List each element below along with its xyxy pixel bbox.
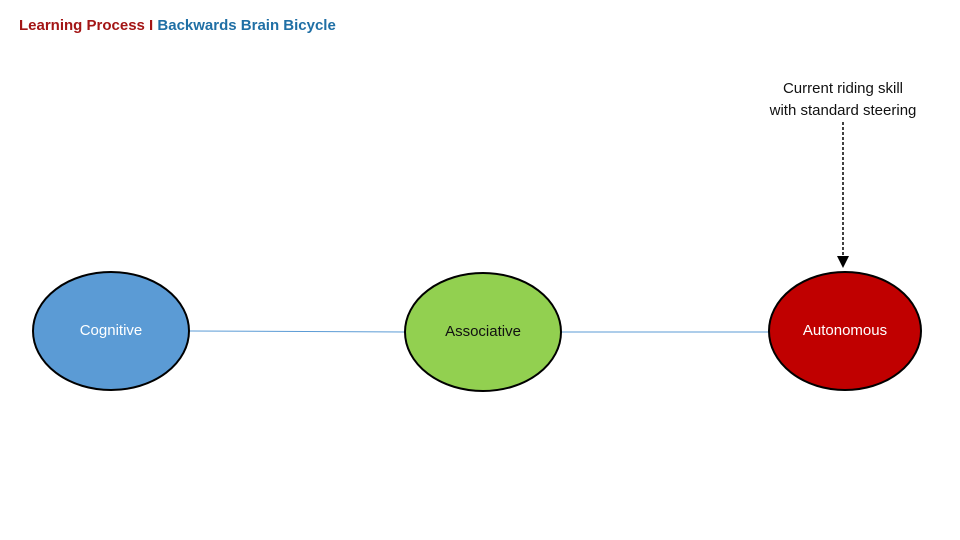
node-label-autonomous: Autonomous — [802, 322, 888, 339]
annotation-line-1: Current riding skill — [782, 80, 904, 97]
title-backwards-brain-bicycle: Backwards Brain Bicycle — [157, 17, 336, 34]
node-autonomous — [768, 271, 922, 391]
node-label-cognitive: Cognitive — [79, 322, 143, 339]
node-cognitive — [32, 271, 190, 391]
current-skill-annotation: Current riding skill with standard steer… — [740, 78, 946, 122]
node-label-associative: Associative — [445, 323, 521, 340]
node-associative — [404, 272, 562, 392]
title-learning-process: Learning Process I — [19, 17, 154, 34]
slide-title: Learning Process I Backwards Brain Bicyc… — [19, 17, 336, 34]
connector-cognitive-associative — [189, 330, 406, 333]
annotation-line-2: with standard steering — [769, 102, 917, 119]
